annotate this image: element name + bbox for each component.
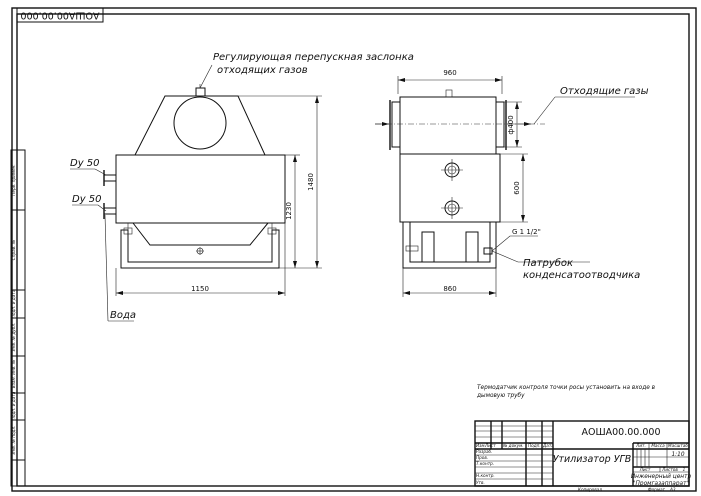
front-view xyxy=(70,64,322,322)
tb-org-line1: Инженерный центр xyxy=(631,474,692,480)
title-block xyxy=(474,420,690,487)
tb-listov: Листов xyxy=(661,467,678,472)
strip-podp-data-1: Подп. и дата xyxy=(11,289,16,318)
side-view xyxy=(375,76,635,297)
upper-drum xyxy=(399,96,497,155)
label-dy50-bottom: Dy 50 xyxy=(72,194,102,205)
label-water: Вода xyxy=(110,310,136,321)
damper-disk xyxy=(173,96,227,150)
tb-list: Лист xyxy=(639,467,651,472)
dim-600: 600 xyxy=(513,181,521,194)
damper-housing xyxy=(134,95,266,156)
tb-format-value: A3 xyxy=(669,487,676,492)
label-damper-line2: отходящих газов xyxy=(217,65,308,76)
tb-masshtab: Масштаб xyxy=(668,443,688,448)
tb-listov-value: 1 xyxy=(683,467,686,472)
strip-inv-dubl: Инв. № дубл. xyxy=(11,323,16,352)
left-stamp-strip: Перв. примен. Справ. № Подп. и дата Инв.… xyxy=(10,149,26,487)
note-line1: Термодатчик контроля точки росы установи… xyxy=(477,385,656,391)
inner-frame xyxy=(16,13,690,487)
inspection-port-top xyxy=(441,159,463,181)
tb-data: Дата xyxy=(542,443,554,448)
label-nozzle-line2: конденсатоотводчика xyxy=(523,270,640,281)
tb-format: Формат xyxy=(648,487,666,492)
label-dy50-top: Dy 50 xyxy=(70,158,100,169)
strip-sprav: Справ. № xyxy=(11,239,16,260)
tb-izm: Изм. xyxy=(476,443,486,448)
dim-d400: ф400 xyxy=(507,115,515,134)
strip-inv-podl: Инв. № подл. xyxy=(11,426,16,455)
condensate-fitting xyxy=(483,247,493,255)
dim-860: 860 xyxy=(443,285,456,293)
tb-code: АОША00.00.000 xyxy=(582,427,661,438)
inspection-port-bottom xyxy=(441,197,463,219)
dim-1230: 1230 xyxy=(285,202,293,220)
condensate-hopper xyxy=(132,222,269,246)
lower-body xyxy=(399,153,501,223)
strip-vzam-inv: Взам. инв. № xyxy=(11,359,16,388)
damper-stem xyxy=(195,87,206,97)
tb-list-col: Лист xyxy=(484,443,496,448)
tb-lit: Лит. xyxy=(635,443,646,448)
heat-exchanger-body xyxy=(115,154,286,224)
label-fitting: G 1 1/2" xyxy=(512,228,541,236)
dim-1150: 1150 xyxy=(191,285,209,293)
strip-perv-primen: Перв. примен. xyxy=(11,164,16,195)
label-exhaust: Отходящие газы xyxy=(560,86,649,97)
dim-960: 960 xyxy=(443,69,456,77)
note-line2: дымовую трубу xyxy=(476,393,525,399)
corner-code: АОША00.00.000 xyxy=(21,10,100,21)
tb-scale-value: 1:10 xyxy=(671,452,684,458)
tb-utv: Утв. xyxy=(476,480,485,485)
tb-t-kontr: Т.контр. xyxy=(476,461,494,466)
corner-code-box xyxy=(16,7,104,23)
tb-n-kontr: Н.контр. xyxy=(476,473,495,478)
tb-podp: Подп. xyxy=(528,443,541,448)
tb-prov: Пров. xyxy=(476,455,488,460)
tb-org-line2: "Промгазаппарат" xyxy=(633,481,690,487)
outer-frame xyxy=(11,7,697,492)
label-nozzle-line1: Патрубок xyxy=(523,257,573,269)
strip-podp-data-2: Подп. и дата xyxy=(11,391,16,420)
tb-massa: Масса xyxy=(651,443,665,448)
dim-1480: 1480 xyxy=(307,173,315,191)
tb-kopiroval: Копировал xyxy=(578,487,602,492)
label-damper-line1: Регулирующая перепускная заслонка xyxy=(213,52,414,63)
tb-name: Утилизатор УГВ xyxy=(553,454,632,465)
tb-razrab: Разраб. xyxy=(476,449,492,454)
tb-doc-num: № докум. xyxy=(502,443,524,448)
